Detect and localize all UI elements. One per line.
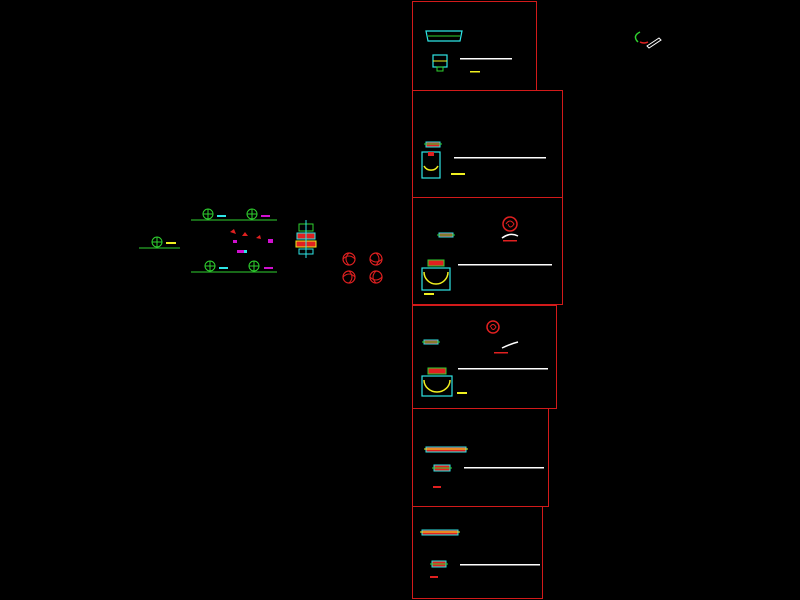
part-view (425, 30, 463, 42)
part-view (421, 375, 453, 397)
spiral-detail (486, 320, 519, 354)
scale-mark (470, 71, 480, 73)
part-mark (268, 239, 273, 243)
part-mark (230, 229, 236, 234)
circle-symbols (342, 252, 383, 284)
title-block-text (454, 157, 546, 159)
rotor-symbol (342, 252, 356, 266)
part-view (421, 267, 451, 291)
sheet-frame (412, 1, 537, 91)
title-block-text (460, 564, 540, 566)
drawing-sheet-5[interactable] (412, 408, 549, 507)
detail-group-left (139, 208, 277, 273)
part-mark (256, 235, 261, 239)
flange-stack (295, 220, 317, 258)
drawing-sheet-2[interactable] (412, 90, 563, 198)
scale-mark (457, 392, 467, 394)
title-block-text (460, 58, 512, 60)
part-mark (237, 250, 245, 253)
sheet-frame (412, 408, 549, 507)
sheet-frame (412, 305, 557, 409)
rotor-symbol (342, 270, 356, 284)
scale-mark (430, 576, 438, 578)
scale-mark (433, 486, 441, 488)
title-block-text (458, 264, 552, 266)
scale-mark (424, 293, 434, 295)
drawing-sheet-6[interactable] (412, 506, 543, 599)
part-mark (242, 232, 248, 236)
arc-arrow-symbol (634, 31, 662, 49)
title-block-text (458, 368, 548, 370)
scale-mark (451, 173, 465, 175)
rotor-symbol (369, 270, 383, 284)
sheet-frame (412, 506, 543, 599)
spiral-detail (501, 216, 519, 242)
drawing-sheet-1[interactable] (412, 1, 537, 91)
title-block-text (464, 467, 544, 469)
label-mark (166, 242, 176, 244)
sheet-frame (412, 197, 563, 305)
drawing-sheet-3[interactable] (412, 197, 563, 305)
drawing-sheet-4[interactable] (412, 305, 557, 409)
rotor-symbol (369, 252, 383, 266)
